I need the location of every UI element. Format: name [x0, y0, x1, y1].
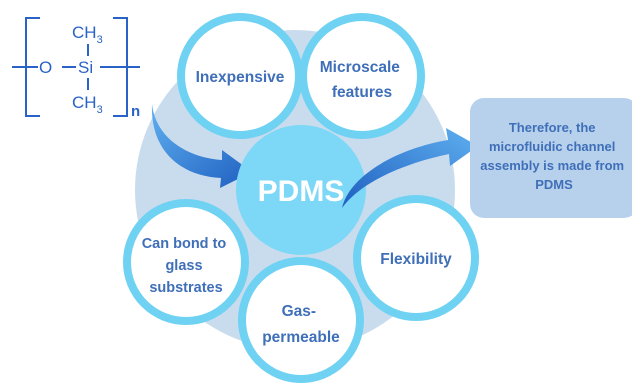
structure-to-pdms-arrow	[151, 104, 252, 188]
petal-flexibility: Flexibility	[353, 195, 479, 321]
repeat-n-label: n	[131, 103, 140, 120]
petal-microscale: Microscale features	[299, 13, 425, 139]
center-label: PDMS	[258, 175, 345, 208]
petal-can-bond: Can bond to glass substrates	[123, 199, 249, 325]
petal-gas-permeable: Gas- permeable	[238, 257, 364, 383]
petal-gas-permeable-label: Gas- permeable	[262, 303, 340, 346]
petal-can-bond-label: Can bond to glass substrates	[142, 236, 231, 296]
oxygen-label: O	[39, 58, 52, 77]
center-circle	[236, 125, 366, 255]
petal-can-bond-circle	[123, 199, 249, 325]
petal-gas-permeable-circle	[238, 257, 364, 383]
ch3-top-label: CH3	[72, 23, 103, 46]
petal-flexibility-circle	[353, 195, 479, 321]
petal-microscale-label: Microscale features	[320, 59, 404, 101]
petal-inexpensive-label: Inexpensive	[196, 69, 285, 86]
silicon-label: Si	[78, 58, 93, 77]
petal-inexpensive: Inexpensive	[177, 13, 303, 139]
ch3-bottom-label: CH3	[72, 93, 103, 116]
pdms-structure: CH3 O Si CH3 n	[12, 17, 140, 120]
conclusion-box	[470, 98, 632, 218]
petal-flexibility-label: Flexibility	[380, 251, 452, 268]
pdms-to-conclusion-arrow	[342, 128, 478, 208]
petal-microscale-circle	[299, 13, 425, 139]
conclusion-text: Therefore, the microfluidic channel asse…	[480, 120, 627, 192]
